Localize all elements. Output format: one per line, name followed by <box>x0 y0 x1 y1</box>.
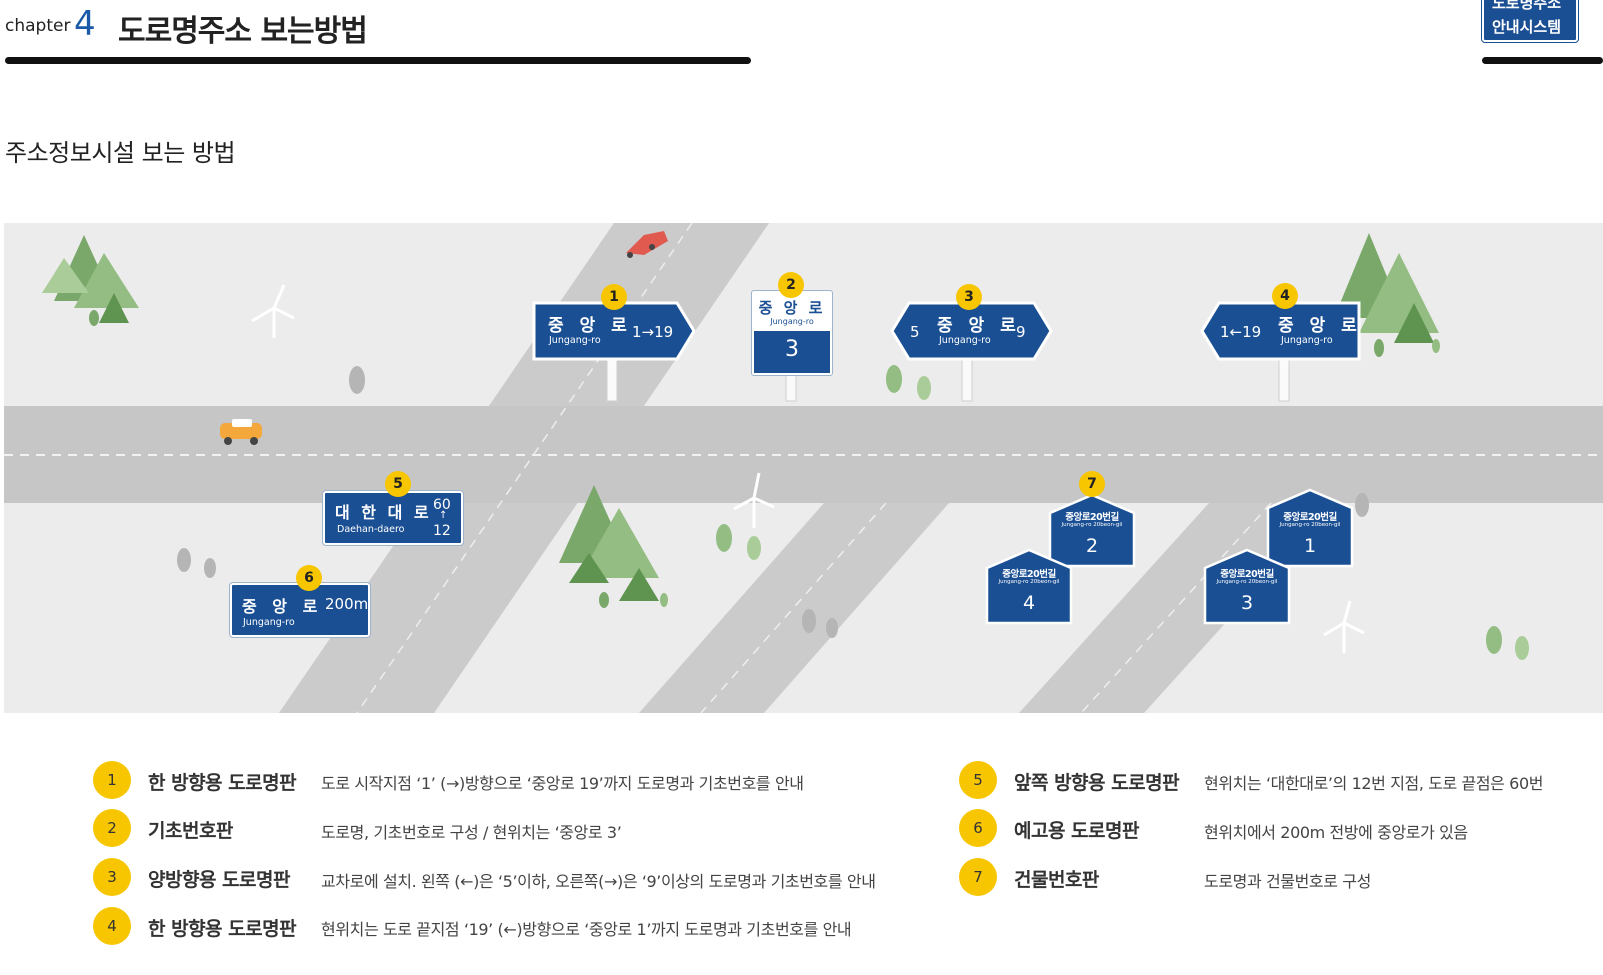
sign-6-distance: 200m <box>325 595 369 613</box>
sign-6-plate: 중 앙 로 Jungang-ro 200m <box>229 582 371 638</box>
small-trees <box>177 365 1529 660</box>
legend-number-2: 2 <box>93 809 131 847</box>
badge-line1: 도로명주소 <box>1492 0 1562 12</box>
building-plate-2-road: 중앙로20번길 <box>1065 512 1119 523</box>
building-plate-2-shape <box>1048 493 1136 568</box>
sign-1-english: Jungang-ro <box>549 335 601 346</box>
sign-3-left-number: 5 <box>910 323 920 341</box>
sign-5-plate: 대 한 대 로 Daehan-daero 60 ↑ 12 <box>322 490 464 546</box>
sign-1-road-name: 중 앙 로 <box>548 316 632 336</box>
marker-4: 4 <box>1272 283 1298 309</box>
chapter-number: 4 <box>74 4 96 44</box>
sign-6-english: Jungang-ro <box>243 617 295 628</box>
post-4 <box>1278 357 1290 402</box>
title-underline-right <box>1482 57 1603 64</box>
windmill-center <box>733 472 775 528</box>
legend-name-6: 예고용 도로명판 <box>1014 820 1139 842</box>
legend-name-5: 앞쪽 방향용 도로명판 <box>1014 772 1180 794</box>
yellow-car <box>220 419 262 445</box>
sign-5-arrow: ↑ <box>439 510 448 521</box>
legend-name-7: 건물번호판 <box>1014 869 1099 891</box>
building-plate-1-number: 1 <box>1303 535 1317 557</box>
building-plate-4-shape <box>985 548 1073 625</box>
legend-number-7: 7 <box>959 858 997 896</box>
building-plate-4-number: 4 <box>1022 592 1036 614</box>
sign-3-road-name: 중 앙 로 <box>937 316 1021 336</box>
legend-number-3: 3 <box>93 858 131 896</box>
legend-desc-5: 현위치는 ‘대한대로’의 12번 지점, 도로 끝점은 60번 <box>1204 774 1544 793</box>
legend-desc-4: 현위치는 도로 끝지점 ‘19’ (←)방향으로 ‘중앙로 1’까지 도로명과 … <box>321 920 852 939</box>
building-plate-4-road: 중앙로20번길 <box>1002 569 1056 580</box>
building-plate-3-road: 중앙로20번길 <box>1220 569 1274 580</box>
legend-name-2: 기초번호판 <box>148 820 233 842</box>
building-plate-1-shape <box>1266 488 1354 568</box>
building-plate-2-english: Jungang-ro 20beon-gil <box>1061 522 1123 528</box>
red-car <box>626 231 668 258</box>
sign-4-english: Jungang-ro <box>1281 335 1333 346</box>
sign-1-plate <box>532 301 696 361</box>
chapter-label: chapter <box>5 16 71 36</box>
sign-5-current-number: 12 <box>433 523 451 539</box>
title-underline <box>5 57 751 64</box>
marker-2: 2 <box>778 272 804 298</box>
sign-3-plate <box>890 301 1053 361</box>
legend-number-6: 6 <box>959 809 997 847</box>
badge-line2: 안내시스템 <box>1492 18 1562 36</box>
marker-5: 5 <box>385 471 411 497</box>
legend-desc-1: 도로 시작지점 ‘1’ (→)방향으로 ‘중앙로 19’까지 도로명과 기초번호… <box>321 774 804 793</box>
legend-number-4: 4 <box>93 907 131 945</box>
sign-3-english: Jungang-ro <box>939 335 991 346</box>
system-badge: 도로명주소 안내시스템 <box>1481 0 1579 43</box>
building-plate-2: 중앙로20번길 Jungang-ro 20beon-gil 2 <box>1050 495 1134 567</box>
page-title: 도로명주소 보는방법 <box>118 14 368 49</box>
legend-desc-3: 교차로에 설치. 왼쪽 (←)은 ‘5’이하, 오른쪽(→)은 ‘9’이상의 도… <box>321 872 876 891</box>
sign-6-road-name: 중 앙 로 <box>242 597 323 616</box>
sign-2-top-panel <box>754 293 830 331</box>
building-plate-1: 중앙로20번길 Jungang-ro 20beon-gil 1 <box>1268 495 1352 567</box>
legend-desc-2: 도로명, 기초번호로 구성 / 현위치는 ‘중앙로 3’ <box>321 823 622 842</box>
windmill-left <box>251 284 295 338</box>
sign-4-road-name: 중 앙 로 <box>1278 316 1362 336</box>
marker-3: 3 <box>956 284 982 310</box>
tree-cluster-right <box>1334 233 1440 357</box>
road-map-drawing <box>4 223 1603 713</box>
windmill-right <box>1323 600 1365 653</box>
building-plate-3-number: 3 <box>1240 592 1254 614</box>
street-illustration: 중 앙 로 Jungang-ro 1→19 1 중 앙 로 Jungang-ro… <box>4 223 1603 713</box>
sign-1-range: 1→19 <box>632 323 674 341</box>
sign-2-plate: 중 앙 로 Jungang-ro 3 <box>751 290 833 376</box>
building-plate-1-english: Jungang-ro 20beon-gil <box>1279 522 1341 528</box>
sign-3-right-number: 9 <box>1016 323 1026 341</box>
legend-name-1: 한 방향용 도로명판 <box>148 772 297 794</box>
sign-2-english: Jungang-ro <box>770 317 814 326</box>
sign-5-road-name: 대 한 대 로 <box>335 503 432 522</box>
building-plate-3-shape <box>1203 548 1291 625</box>
marker-1: 1 <box>601 284 627 310</box>
section-title: 주소정보시설 보는 방법 <box>5 139 236 167</box>
post-3 <box>961 357 973 402</box>
legend-number-1: 1 <box>93 761 131 799</box>
building-plate-3-english: Jungang-ro 20beon-gil <box>1216 579 1278 585</box>
legend-name-4: 한 방향용 도로명판 <box>148 918 297 940</box>
sign-4-plate <box>1200 301 1361 361</box>
sign-4-range: 1←19 <box>1220 323 1262 341</box>
legend-number-5: 5 <box>959 761 997 799</box>
sign-5-english: Daehan-daero <box>337 524 405 535</box>
tree-cluster-left <box>42 235 139 326</box>
legend-name-3: 양방향용 도로명판 <box>148 869 290 891</box>
tree-cluster-center <box>559 485 668 608</box>
building-plate-1-road: 중앙로20번길 <box>1283 512 1337 523</box>
marker-7: 7 <box>1079 471 1105 497</box>
building-plate-2-number: 2 <box>1085 535 1099 557</box>
legend-desc-7: 도로명과 건물번호로 구성 <box>1204 872 1371 891</box>
road-side-1 <box>639 503 949 713</box>
sign-2-number: 3 <box>785 337 799 362</box>
sign-5-end-number: 60 <box>433 497 451 513</box>
marker-6: 6 <box>296 565 322 591</box>
building-plate-4: 중앙로20번길 Jungang-ro 20beon-gil 4 <box>987 552 1071 624</box>
legend-desc-6: 현위치에서 200m 전방에 중앙로가 있음 <box>1204 823 1468 842</box>
building-plate-3: 중앙로20번길 Jungang-ro 20beon-gil 3 <box>1205 552 1289 624</box>
building-plate-4-english: Jungang-ro 20beon-gil <box>998 579 1060 585</box>
sign-2-road-name: 중 앙 로 <box>758 299 826 317</box>
